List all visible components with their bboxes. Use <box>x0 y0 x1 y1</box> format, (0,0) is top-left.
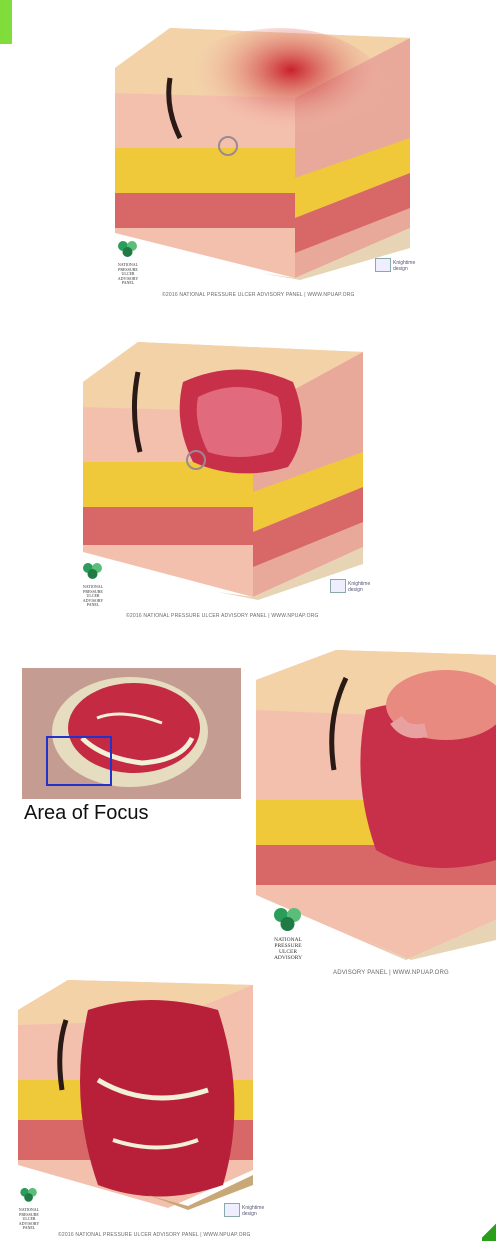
knightime-logo-icon <box>375 258 391 272</box>
knightime-logo-icon <box>224 1203 240 1217</box>
corner-accent <box>482 1223 496 1241</box>
npuap-leaf-icon <box>16 1185 42 1203</box>
stage3-credit: ADVISORY PANEL | WWW.NPUAP.ORG <box>333 970 449 976</box>
stage1-illustration <box>110 28 415 280</box>
npuap-leaf-icon <box>265 906 311 932</box>
npuap-leaf-icon <box>113 238 143 258</box>
stage2-illustration <box>78 342 368 602</box>
stage4-illustration <box>18 980 258 1210</box>
wound-photo <box>22 668 241 799</box>
knightime-logo-icon <box>330 579 346 593</box>
stage1-credit: ©2016 NATIONAL PRESSURE ULCER ADVISORY P… <box>162 292 355 298</box>
area-of-focus-box <box>46 736 112 786</box>
npuap-leaf-icon <box>78 560 108 580</box>
area-of-focus-label: Area of Focus <box>24 802 149 825</box>
stage2-credit: ©2016 NATIONAL PRESSURE ULCER ADVISORY P… <box>126 613 319 619</box>
stage4-credit: ©2016 NATIONAL PRESSURE ULCER ADVISORY P… <box>58 1232 251 1238</box>
